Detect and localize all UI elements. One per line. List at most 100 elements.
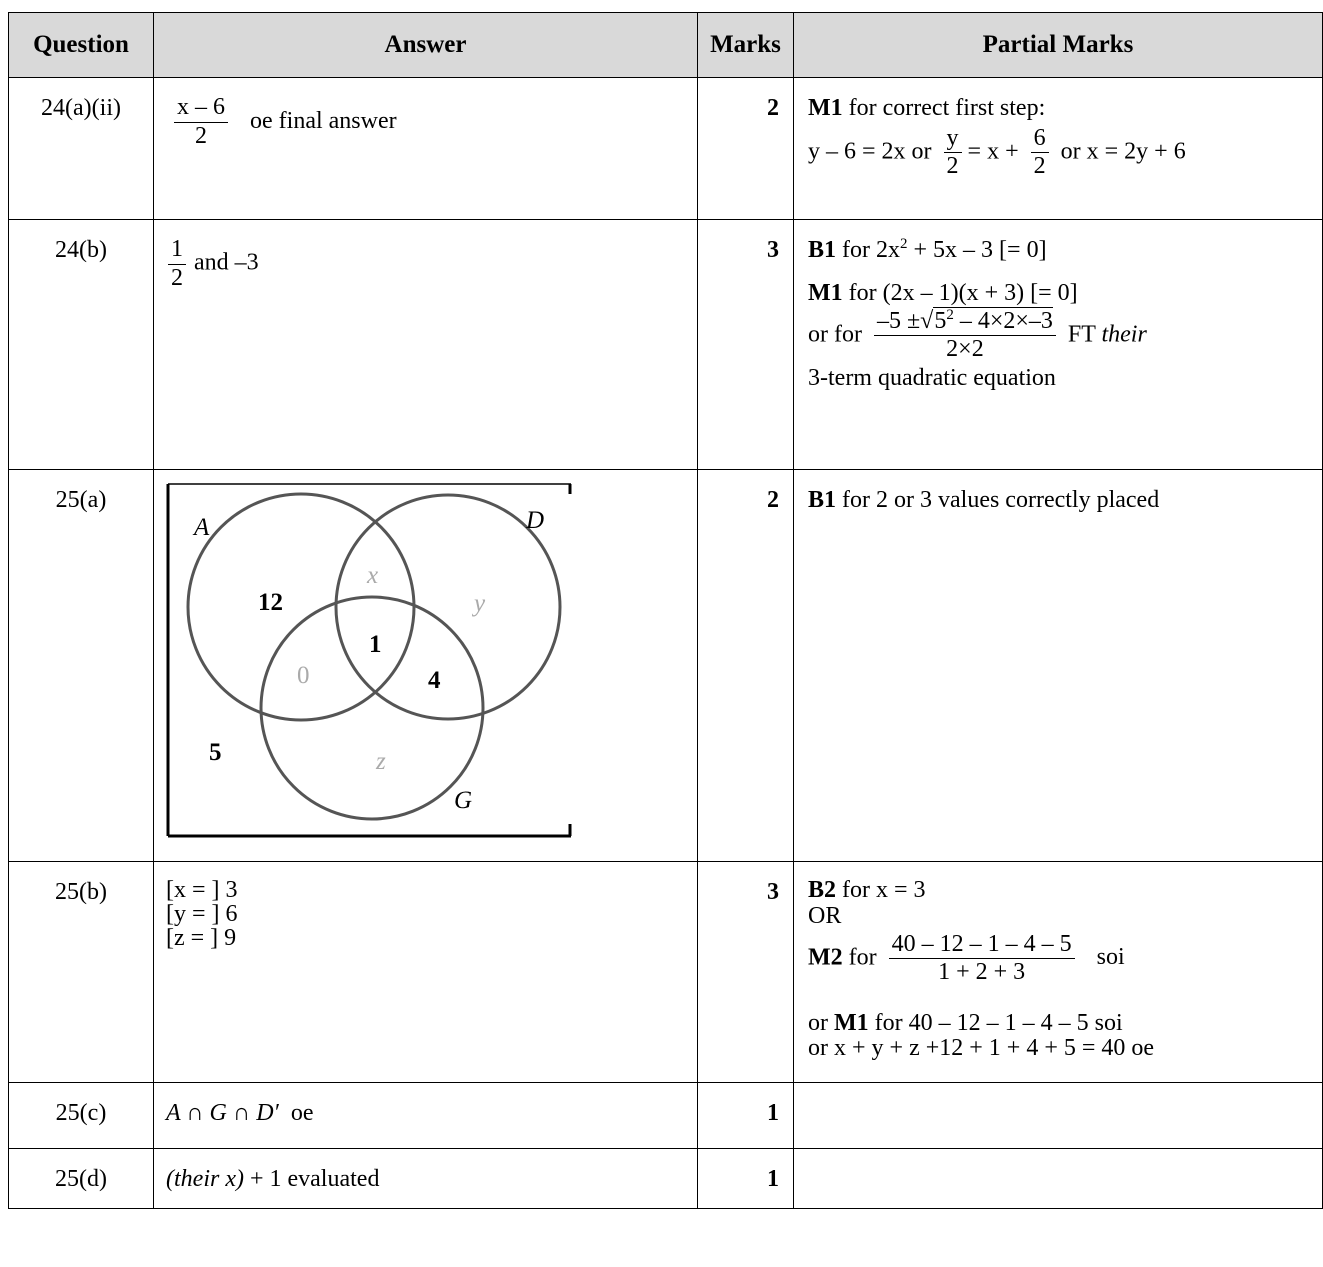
fraction-denominator: 2 (171, 264, 183, 291)
region-value: x (366, 562, 378, 589)
partial-text: for x = 3 (842, 877, 926, 903)
region-value: 12 (258, 589, 283, 616)
fraction-denominator: 2 (195, 122, 207, 149)
partial-marks-cell: B2 for x = 3 OR M2 for 40 – 12 – 1 – 4 –… (793, 861, 1323, 1083)
answer-fraction: x – 6 2 (174, 94, 228, 150)
mark-code: M2 (808, 944, 843, 971)
formula-part: –5 ± (876, 307, 921, 334)
exponent: 2 (946, 306, 954, 323)
fraction-numerator: y (943, 125, 962, 154)
answer-text: [z = ] 9 (166, 925, 237, 951)
venn-diagram: A D G 12 x y 1 0 4 5 z (166, 483, 572, 838)
header-marks: Marks (697, 12, 794, 78)
fraction-denominator: 2 (946, 153, 959, 180)
region-value: 4 (428, 667, 441, 694)
table-row: 25(c) A ∩ G ∩ D′ oe 1 (8, 1082, 1323, 1149)
formula-part: – 4×2×–3 (959, 307, 1053, 334)
table-row: 24(a)(ii) x – 6 2 oe final answer 2 M1 f… (8, 77, 1323, 220)
mark-code: M1 (808, 279, 843, 306)
fraction-denominator: 2 (1033, 153, 1046, 180)
partial-text: 3-term quadratic equation (808, 364, 1056, 391)
fraction-denominator: 2×2 (946, 336, 984, 363)
region-value: z (375, 748, 386, 775)
circle-a (186, 492, 416, 722)
marks-value: 1 (697, 1148, 794, 1209)
partial-text: + 5x – 3 [= 0] (913, 237, 1047, 263)
answer-text: [y = ] 6 (166, 901, 238, 927)
mark-code: M1 (808, 95, 843, 121)
fraction-numerator: –5 ±√52 – 4×2×–3 (873, 306, 1056, 337)
exponent: 2 (900, 236, 908, 252)
mark-code: M1 (834, 1009, 869, 1036)
region-value: 5 (209, 739, 222, 766)
mark-code: B1 (808, 237, 837, 263)
fraction-denominator: 1 + 2 + 3 (938, 959, 1026, 986)
m2-fraction: 40 – 12 – 1 – 4 – 5 1 + 2 + 3 (888, 931, 1075, 987)
fraction-numerator: 40 – 12 – 1 – 4 – 5 (888, 931, 1075, 960)
mark-scheme-table: Question Answer Marks Partial Marks 24(a… (8, 12, 1323, 1209)
answer-text: oe final answer (250, 107, 397, 134)
partial-text: or for (808, 321, 862, 348)
marks-value: 3 (697, 861, 794, 1083)
quadratic-formula-fraction: –5 ±√52 – 4×2×–3 2×2 (873, 306, 1056, 364)
partial-text: for 2x (842, 237, 900, 263)
answer-text: oe (290, 1100, 314, 1126)
partial-text: for (2x – 1)(x + 3) [= 0] (848, 279, 1078, 306)
answer-text: (their x) (166, 1166, 244, 1192)
set-label-a: A (192, 514, 210, 541)
formula-part: 5 (934, 307, 947, 334)
answer-text: + 1 evaluated (249, 1166, 380, 1192)
mark-code: B2 (808, 877, 837, 903)
equation-part: or x = 2y + 6 (1060, 138, 1186, 165)
partial-text: for (848, 944, 877, 971)
answer-cell: A ∩ G ∩ D′ oe (153, 1082, 698, 1149)
table-row: 25(b) [x = ] 3 [y = ] 6 [z = ] 9 3 B2 fo… (8, 861, 1323, 1083)
table-row: 25(d) (their x) + 1 evaluated 1 (8, 1148, 1323, 1209)
header-question: Question (8, 12, 154, 78)
set-label-g: G (454, 787, 472, 814)
header-partial-marks: Partial Marks (793, 12, 1323, 78)
partial-text: OR (808, 903, 842, 929)
partial-text: their (1101, 321, 1147, 348)
partial-text: soi (1096, 944, 1125, 971)
answer-cell: x – 6 2 oe final answer (153, 77, 698, 220)
question-number: 25(b) (8, 861, 154, 1083)
answer-cell: (their x) + 1 evaluated (153, 1148, 698, 1209)
marks-value: 3 (697, 219, 794, 470)
mark-code: B1 (808, 487, 837, 513)
answer-text: A ∩ G ∩ D′ (166, 1100, 279, 1126)
equation-part: = x + (967, 138, 1019, 165)
question-number: 25(a) (8, 469, 154, 862)
marks-value: 2 (697, 77, 794, 220)
partial-marks-cell (793, 1148, 1323, 1209)
partial-text: for 2 or 3 values correctly placed (842, 487, 1160, 513)
equation-fraction: y 2 (943, 125, 962, 181)
partial-text: for correct first step: (848, 95, 1046, 121)
set-label-d: D (525, 507, 544, 534)
answer-cell: 1 2 and –3 (153, 219, 698, 470)
partial-marks-cell: B1 for 2 or 3 values correctly placed (793, 469, 1323, 862)
header-row: Question Answer Marks Partial Marks (8, 12, 1323, 78)
marks-value: 1 (697, 1082, 794, 1149)
answer-cell: A D G 12 x y 1 0 4 5 z (153, 469, 698, 862)
question-number: 24(a)(ii) (8, 77, 154, 220)
partial-marks-cell (793, 1082, 1323, 1149)
partial-text: or (808, 1009, 828, 1036)
table-row: 25(a) A D G 12 x y 1 (8, 469, 1323, 862)
equation-part: y – 6 = 2x (808, 138, 906, 165)
answer-text: and –3 (194, 249, 259, 276)
answer-text: [x = ] 3 (166, 877, 238, 903)
equation-fraction: 6 2 (1030, 125, 1049, 181)
region-value: 0 (297, 662, 310, 689)
equation-part: or (911, 138, 932, 165)
region-value: 1 (369, 631, 382, 658)
circle-d (334, 493, 562, 721)
region-value: y (471, 590, 486, 617)
circle-g (259, 595, 485, 821)
partial-text: or x + y + z +12 + 1 + 4 + 5 = 40 oe (808, 1034, 1155, 1061)
answer-cell: [x = ] 3 [y = ] 6 [z = ] 9 (153, 861, 698, 1083)
table-row: 24(b) 1 2 and –3 3 B1 for 2x2 + 5x – 3 [… (8, 219, 1323, 470)
fraction-numerator: 1 (168, 236, 186, 265)
partial-text: FT (1067, 321, 1096, 348)
question-number: 24(b) (8, 219, 154, 470)
